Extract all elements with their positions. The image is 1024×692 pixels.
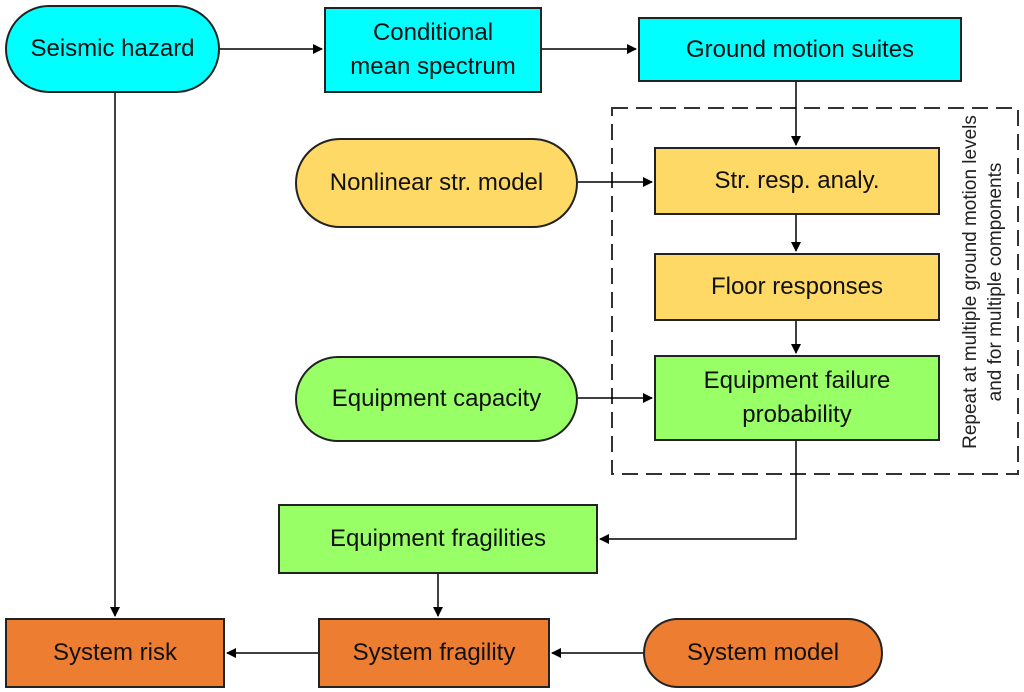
- arrow-failure-to-fragilities: [599, 441, 797, 544]
- node-seismic-hazard: Seismic hazard: [5, 5, 220, 93]
- node-str-resp-analy: Str. resp. analy.: [654, 147, 940, 215]
- node-ground-motion-suites: Ground motion suites: [638, 17, 962, 82]
- loop-label: Repeat at multiple ground motion levels …: [960, 115, 1006, 449]
- node-system-fragility: System fragility: [318, 618, 550, 688]
- loop-dashed-boundary: [611, 107, 1019, 475]
- node-nonlinear-str-model: Nonlinear str. model: [295, 138, 578, 228]
- node-conditional-mean-spectrum: Conditional mean spectrum: [324, 7, 542, 93]
- node-system-model: System model: [643, 618, 883, 688]
- node-floor-responses: Floor responses: [654, 253, 940, 321]
- node-system-risk: System risk: [5, 618, 225, 688]
- node-equipment-failure-probability: Equipment failure probability: [654, 355, 940, 441]
- node-equipment-capacity: Equipment capacity: [295, 356, 578, 442]
- node-equipment-fragilities: Equipment fragilities: [278, 504, 598, 574]
